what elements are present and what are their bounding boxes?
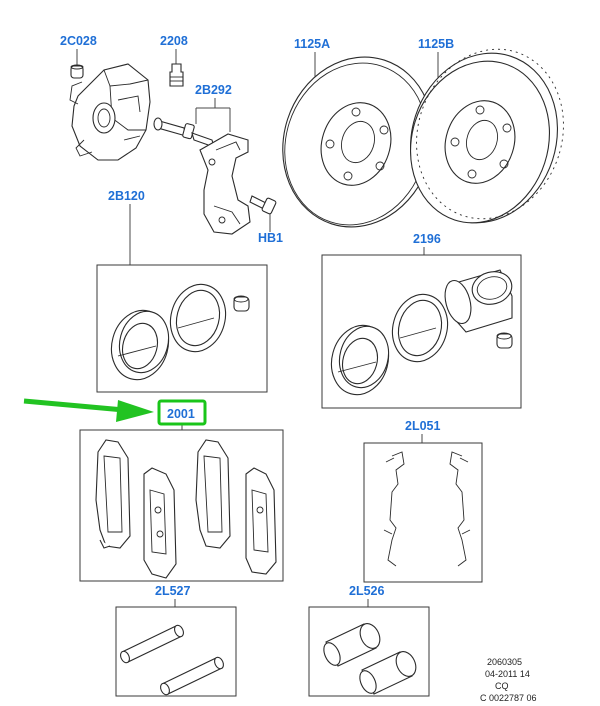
- bolt-hb1[interactable]: [249, 195, 277, 215]
- piston-kit-parts: [330, 269, 513, 396]
- label-2001[interactable]: 2001: [167, 407, 195, 421]
- ref-line-2: 04-2011 14: [485, 669, 530, 679]
- highlight-box-2001: [157, 399, 207, 426]
- label-2c028[interactable]: 2C028: [60, 34, 97, 48]
- seal-kit-parts: [110, 283, 250, 381]
- reference-block: 2060305 04-2011 14 CQ C 0022787 06: [480, 657, 537, 703]
- label-hb1[interactable]: HB1: [258, 231, 283, 245]
- label-2l527[interactable]: 2L527: [155, 584, 190, 598]
- label-2b120[interactable]: 2B120: [108, 189, 145, 203]
- pin-boot-pair: [323, 623, 417, 695]
- brake-disc-1125a[interactable]: [261, 37, 455, 246]
- ref-line-4: C 0022787 06: [480, 693, 537, 703]
- caliper-bracket[interactable]: [199, 133, 251, 235]
- caliper-housing-2b120[interactable]: [69, 63, 151, 161]
- label-2l526[interactable]: 2L526: [349, 584, 384, 598]
- spring-clips: [383, 451, 471, 567]
- label-2b292[interactable]: 2B292: [195, 83, 232, 97]
- brake-disc-1125b[interactable]: [389, 30, 585, 242]
- dust-cap-2c028[interactable]: [70, 64, 84, 79]
- label-2208[interactable]: 2208: [160, 34, 188, 48]
- bleed-screw-2208[interactable]: [169, 63, 184, 87]
- guide-pins-2b292[interactable]: [153, 117, 215, 148]
- label-1125a[interactable]: 1125A: [294, 37, 330, 51]
- label-2l051[interactable]: 2L051: [405, 419, 440, 433]
- spring-clips-box-2l051[interactable]: [363, 442, 483, 583]
- label-2196[interactable]: 2196: [413, 232, 441, 246]
- highlight-arrow: [23, 398, 154, 422]
- guide-pin-pair: [120, 624, 224, 696]
- ref-line-3: CQ: [495, 681, 509, 691]
- label-1125b[interactable]: 1125B: [418, 37, 454, 51]
- ref-line-1: 2060305: [487, 657, 522, 667]
- brake-pad-set: [95, 439, 277, 579]
